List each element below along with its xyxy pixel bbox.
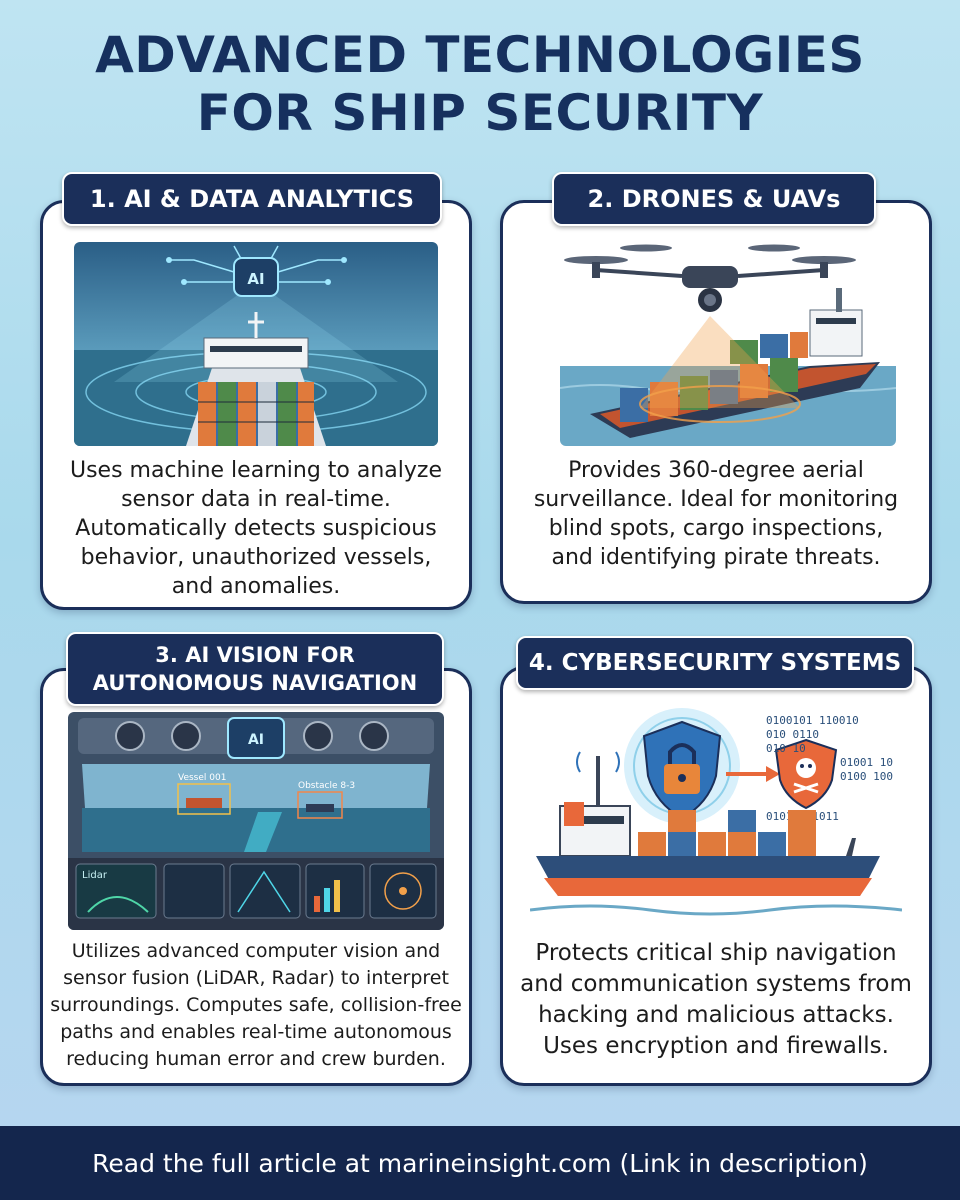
vessel-tag: Vessel 001 [178,773,226,783]
card-4-description: Protects critical ship navigation and co… [520,940,912,1059]
card-3-heading: 3. AI VISION FOR AUTONOMOUS NAVIGATION [66,632,444,706]
svg-text:0100101 110010: 0100101 110010 [766,714,859,727]
cybersecurity-ship-illustration: 0100101 110010 010 0110 010 10 01001 10 … [530,706,902,924]
obstacle-tag: Obstacle 8-3 [298,781,355,791]
svg-text:01001 10: 01001 10 [840,756,893,769]
card-2-description: Provides 360-degree aerial surveillance.… [533,458,899,570]
page-title-line-2: FOR SHIP SECURITY [196,84,764,142]
footer-banner: Read the full article at marineinsight.c… [0,1126,960,1200]
svg-text:010 10: 010 10 [766,742,806,755]
card-3-heading-line-1: 3. AI VISION FOR [155,643,355,667]
page-title: ADVANCED TECHNOLOGIES FOR SHIP SECURITY [0,26,960,142]
card-2-heading-text: 2. DRONES & UAVs [587,185,841,213]
card-4-heading: 4. CYBERSECURITY SYSTEMS [516,636,914,690]
lidar-label: Lidar [82,870,108,881]
card-1-description: Uses machine learning to analyze sensor … [69,458,443,599]
card-3-heading-line-2: AUTONOMOUS NAVIGATION [92,671,418,695]
card-4-heading-text: 4. CYBERSECURITY SYSTEMS [528,650,902,676]
card-2-heading: 2. DRONES & UAVs [552,172,876,226]
card-1-heading: 1. AI & DATA ANALYTICS [62,172,442,226]
ai-analytics-illustration: AI [74,242,438,446]
svg-text:010 0110: 010 0110 [766,728,819,741]
ai-badge-text: AI [247,270,264,288]
page-title-line-1: ADVANCED TECHNOLOGIES [95,26,865,84]
drone-ship-illustration [560,238,896,446]
footer-text[interactable]: Read the full article at marineinsight.c… [92,1148,868,1178]
card-1-heading-text: 1. AI & DATA ANALYTICS [89,185,415,213]
card-3-description: Utilizes advanced computer vision and se… [50,940,462,1070]
vision-ai-badge-text: AI [248,732,264,748]
svg-text:0100 100: 0100 100 [840,770,893,783]
bridge-ai-vision-illustration: AI Vessel 001 Obstacle 8-3 Lidar [68,712,444,930]
